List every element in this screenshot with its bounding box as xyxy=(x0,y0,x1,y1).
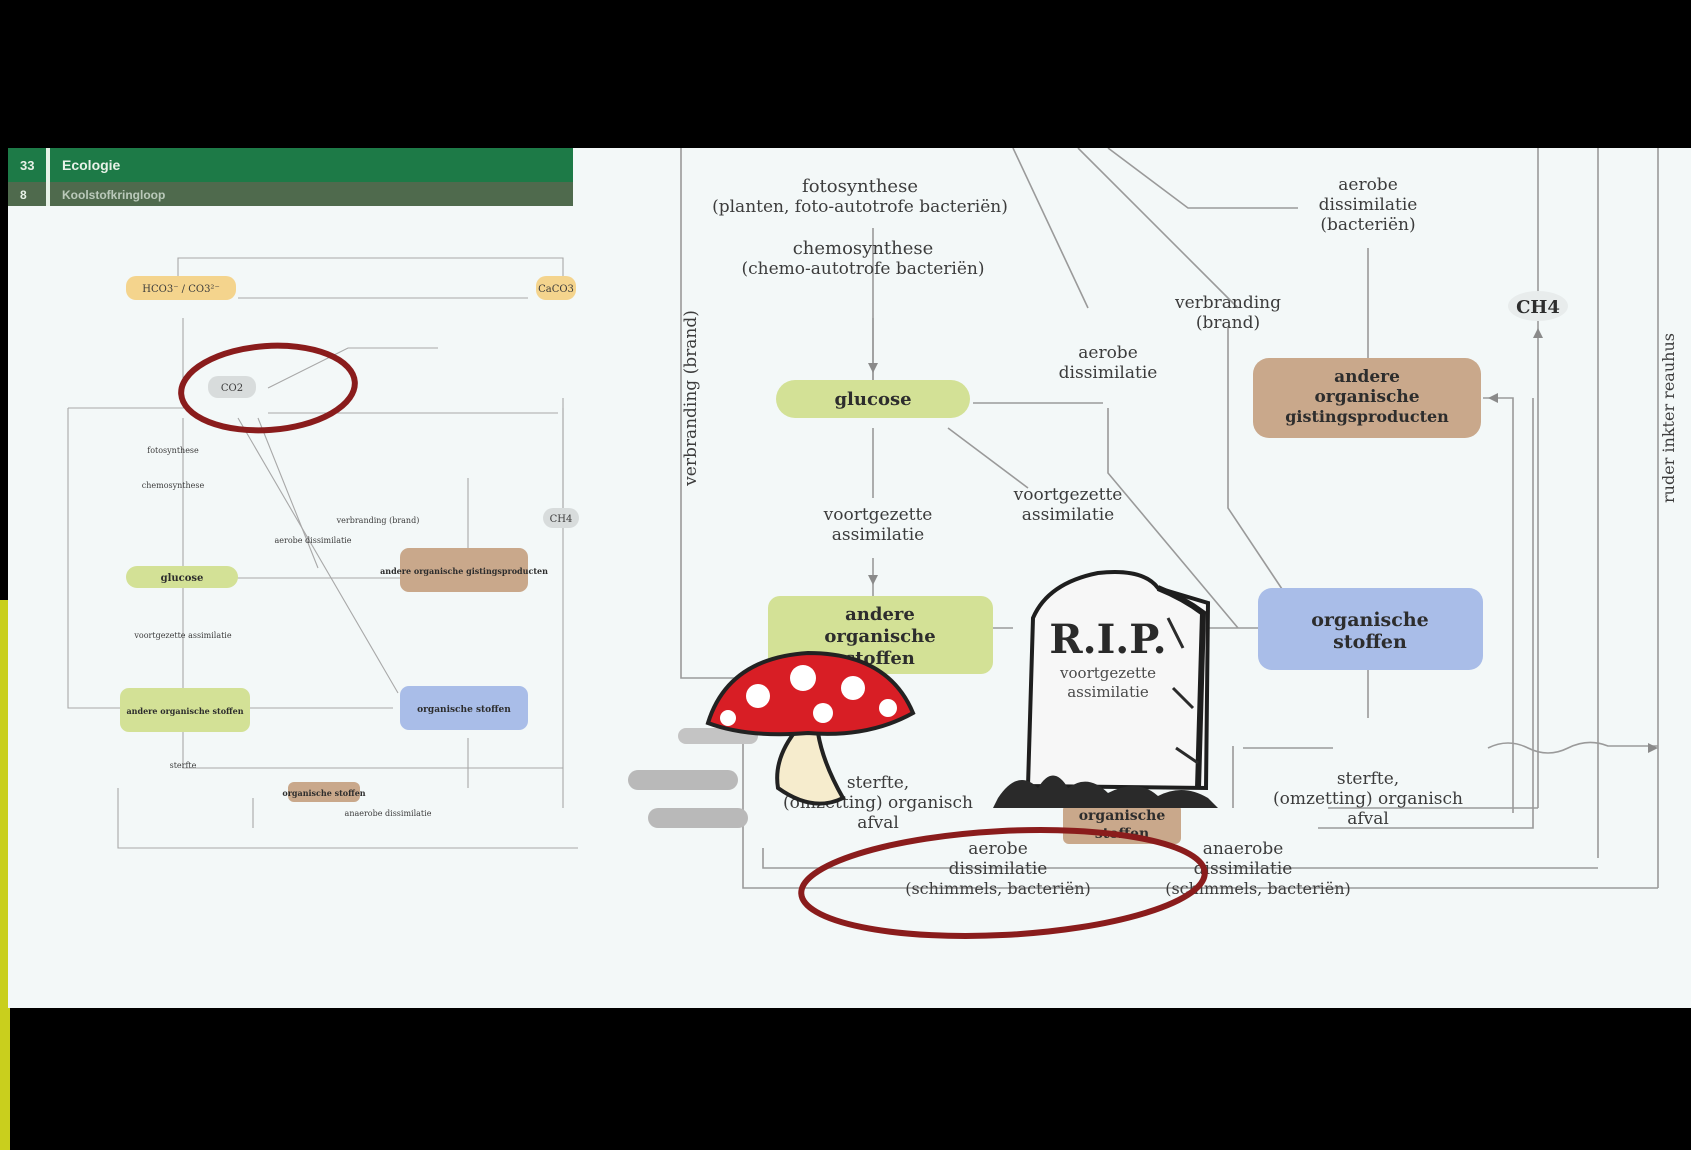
carbon-cycle-diagram: 33 Ecologie 8 Koolstofkringloop HCO3⁻ / … xyxy=(8,148,1678,939)
tombstone-icon: R.I.P. voortgezette assimilatie xyxy=(993,570,1218,808)
label-vertical-verbranding: verbranding (brand) xyxy=(681,310,701,487)
small-node-glucose-label: glucose xyxy=(161,573,204,584)
small-node-organische-bottom xyxy=(288,782,360,802)
label-voortgezette-left-2: assimilatie xyxy=(832,525,924,545)
label-aerobe-mid-1: aerobe xyxy=(1078,343,1138,363)
small-label-anaerobe: anaerobe dissimilatie xyxy=(345,809,432,818)
label-verbranding-2: (brand) xyxy=(1196,313,1260,333)
node-andere-gisting-1: andere xyxy=(1334,367,1400,387)
tombstone-sub-2: assimilatie xyxy=(1067,683,1149,701)
label-aerobe-mid-2: dissimilatie xyxy=(1059,363,1158,383)
node-andere-gisting-2: organische xyxy=(1314,387,1419,407)
label-aerobe-bottom-1: aerobe xyxy=(968,839,1028,859)
small-node-organische-label: organische stoffen xyxy=(417,705,511,715)
tombstone-sub-1: voortgezette xyxy=(1059,664,1156,682)
node-ch4 xyxy=(1508,291,1568,321)
label-fotosynthese-1: fotosynthese xyxy=(802,176,918,197)
small-label-chemosynthese: chemosynthese xyxy=(142,481,205,490)
node-andere-stoffen-1: andere xyxy=(845,604,915,625)
big-highlight-circle xyxy=(798,827,1208,939)
small-diagram: HCO3⁻ / CO3²⁻ CaCO3 CO2 CH4 glucose ande… xyxy=(67,257,579,849)
label-sterfte-right-3: afval xyxy=(1347,809,1389,829)
node-ch4-label: CH4 xyxy=(1516,297,1560,318)
node-organische-small-1: organische xyxy=(1079,808,1166,824)
label-aerobe-top-2: dissimilatie xyxy=(1319,195,1418,215)
small-node-co2-label: CO2 xyxy=(221,383,243,394)
label-verbranding-1: verbranding xyxy=(1174,293,1281,313)
diagram-stage: 33 Ecologie 8 Koolstofkringloop HCO3⁻ / … xyxy=(8,148,1691,1008)
small-node-andere-stoffen xyxy=(120,688,250,732)
label-anaerobe-3: (schimmels, bacteriën) xyxy=(1165,879,1351,898)
label-chemosynthese-1: chemosynthese xyxy=(793,238,934,259)
header-bar-chapter xyxy=(8,148,573,182)
small-label-voortgezette: voortgezette assimilatie xyxy=(133,631,231,640)
small-node-andere-stoffen-label: andere organische stoffen xyxy=(126,706,243,716)
small-node-ch4 xyxy=(543,508,579,528)
label-aerobe-bottom-2: dissimilatie xyxy=(949,859,1048,879)
small-node-caco3-label: CaCO3 xyxy=(538,284,574,295)
node-organische-stoffen-1: organische xyxy=(1311,609,1428,631)
node-organische-stoffen-2: stoffen xyxy=(1333,631,1407,653)
label-vertical-right: ruder inkter reauhus xyxy=(1659,333,1678,503)
label-voortgezette-mid-1: voortgezette xyxy=(1013,485,1123,505)
label-aerobe-top-3: (bacteriën) xyxy=(1320,215,1415,235)
small-node-ch4-label: CH4 xyxy=(550,514,573,525)
label-anaerobe-1: anaerobe xyxy=(1203,839,1284,859)
tombstone-rip: R.I.P. xyxy=(1049,616,1166,663)
header-section-number: 8 xyxy=(20,188,27,202)
node-andere-gisting-3: gistingsproducten xyxy=(1285,407,1449,426)
label-aerobe-top-1: aerobe xyxy=(1338,175,1398,195)
mushroom-icon xyxy=(705,650,916,806)
node-andere-gisting xyxy=(1253,358,1481,438)
label-aerobe-bottom-3: (schimmels, bacteriën) xyxy=(905,879,1091,898)
small-label-sterfte: sterfte xyxy=(170,761,197,770)
small-node-caco3 xyxy=(536,276,576,300)
big-diagram: fotosynthese (planten, foto-autotrofe ba… xyxy=(628,148,1678,939)
small-node-carbonate xyxy=(126,276,236,300)
node-glucose xyxy=(776,380,970,418)
label-anaerobe-2: dissimilatie xyxy=(1194,859,1293,879)
node-andere-stoffen-2: organische xyxy=(824,626,935,647)
node-organische-stoffen xyxy=(1258,588,1483,670)
speed-lines-icon xyxy=(628,728,758,828)
small-node-co2 xyxy=(208,376,256,398)
label-sterfte-left-3: afval xyxy=(857,813,899,833)
header-chapter-number: 33 xyxy=(20,158,34,173)
small-node-organische xyxy=(400,686,528,730)
label-sterfte-right-1: sterfte, xyxy=(1337,769,1399,789)
small-node-glucose xyxy=(126,566,238,588)
small-node-carbonate-label: HCO3⁻ / CO3²⁻ xyxy=(142,284,219,295)
small-label-aerobe: aerobe dissimilatie xyxy=(275,536,352,545)
label-fotosynthese-2: (planten, foto-autotrofe bacteriën) xyxy=(712,197,1008,217)
label-voortgezette-left-1: voortgezette xyxy=(823,505,933,525)
label-sterfte-right-2: (omzetting) organisch xyxy=(1273,789,1463,809)
label-voortgezette-mid-2: assimilatie xyxy=(1022,505,1114,525)
yellow-edge-strip xyxy=(0,600,10,1150)
label-chemosynthese-2: (chemo-autotrofe bacteriën) xyxy=(742,259,985,279)
small-label-fotosynthese: fotosynthese xyxy=(147,446,199,455)
header-section-title: Koolstofkringloop xyxy=(62,188,165,202)
small-node-andere-gisting xyxy=(400,548,528,592)
small-highlight-circle xyxy=(178,342,358,434)
small-label-verbranding: verbranding (brand) xyxy=(336,516,420,525)
header-bar-section xyxy=(8,182,573,206)
header-chapter-title: Ecologie xyxy=(62,157,121,173)
small-node-andere-gisting-label: andere organische gistingsproducten xyxy=(380,566,548,576)
header-divider xyxy=(46,148,50,206)
label-sterfte-left-1: sterfte, xyxy=(847,773,909,793)
book-header: 33 Ecologie 8 Koolstofkringloop xyxy=(8,148,573,206)
small-node-organische-bottom-label: organische stoffen xyxy=(282,788,365,798)
node-glucose-label: glucose xyxy=(834,389,911,410)
